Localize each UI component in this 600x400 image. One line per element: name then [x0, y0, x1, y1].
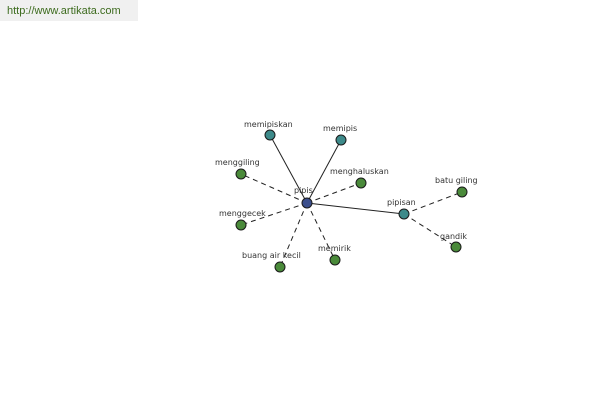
- edge-pipisan-gandik: [403, 213, 457, 248]
- edge-pipis-buang-air-kecil: [279, 202, 308, 268]
- node-circle-pipis[interactable]: [301, 197, 313, 209]
- node-circle-batu-giling[interactable]: [456, 186, 468, 198]
- edge-pipis-pipisan: [306, 202, 405, 215]
- graph-nodes: memipiskan memipis menggiling menghaluskan m…: [215, 120, 478, 273]
- node-circle-buang-air-kecil[interactable]: [274, 261, 286, 273]
- node-label-gandik[interactable]: gandik: [440, 232, 467, 241]
- edge-pipis-memipis: [306, 139, 342, 204]
- node-memipis[interactable]: memipis: [323, 124, 357, 146]
- node-label-menghaluskan[interactable]: menghaluskan: [330, 167, 389, 176]
- node-buang-air-kecil[interactable]: buang air kecil: [242, 251, 301, 273]
- node-menggiling[interactable]: menggiling: [215, 158, 260, 180]
- graph-edges: [240, 134, 463, 268]
- node-circle-pipisan[interactable]: [398, 208, 410, 220]
- edge-pipis-memirik: [306, 202, 336, 261]
- node-label-memirik[interactable]: memirik: [318, 244, 351, 253]
- node-memipiskan[interactable]: memipiskan: [244, 120, 293, 141]
- node-label-menggecek[interactable]: menggecek: [219, 209, 266, 218]
- node-gandik[interactable]: gandik: [440, 232, 467, 253]
- node-label-buang-air-kecil[interactable]: buang air kecil: [242, 251, 301, 260]
- node-circle-menggiling[interactable]: [235, 168, 247, 180]
- node-label-pipisan[interactable]: pipisan: [387, 198, 416, 207]
- edge-pipis-menggecek: [240, 202, 308, 226]
- edge-pipis-memipiskan: [269, 134, 308, 204]
- node-circle-menghaluskan[interactable]: [355, 177, 367, 189]
- edge-pipisan-batu-giling: [403, 191, 463, 215]
- node-pipis[interactable]: pipis: [294, 186, 313, 209]
- node-circle-memirik[interactable]: [329, 254, 341, 266]
- node-label-memipis[interactable]: memipis: [323, 124, 357, 133]
- node-menghaluskan[interactable]: menghaluskan: [330, 167, 389, 189]
- node-circle-gandik[interactable]: [450, 241, 462, 253]
- node-label-menggiling[interactable]: menggiling: [215, 158, 260, 167]
- node-label-batu-giling[interactable]: batu giling: [435, 176, 478, 185]
- node-batu-giling[interactable]: batu giling: [435, 176, 478, 198]
- edge-pipis-menggiling: [240, 173, 308, 204]
- node-circle-menggecek[interactable]: [235, 219, 247, 231]
- node-menggecek[interactable]: menggecek: [219, 209, 266, 231]
- site-url-link[interactable]: http://www.artikata.com: [7, 5, 121, 17]
- node-circle-memipis[interactable]: [335, 134, 347, 146]
- url-bar: http://www.artikata.com: [0, 0, 138, 21]
- node-memirik[interactable]: memirik: [318, 244, 351, 266]
- edge-pipis-menghaluskan: [306, 182, 362, 204]
- node-label-memipiskan[interactable]: memipiskan: [244, 120, 293, 129]
- node-pipisan[interactable]: pipisan: [387, 198, 416, 220]
- node-circle-memipiskan[interactable]: [264, 129, 276, 141]
- node-label-pipis[interactable]: pipis: [294, 186, 313, 195]
